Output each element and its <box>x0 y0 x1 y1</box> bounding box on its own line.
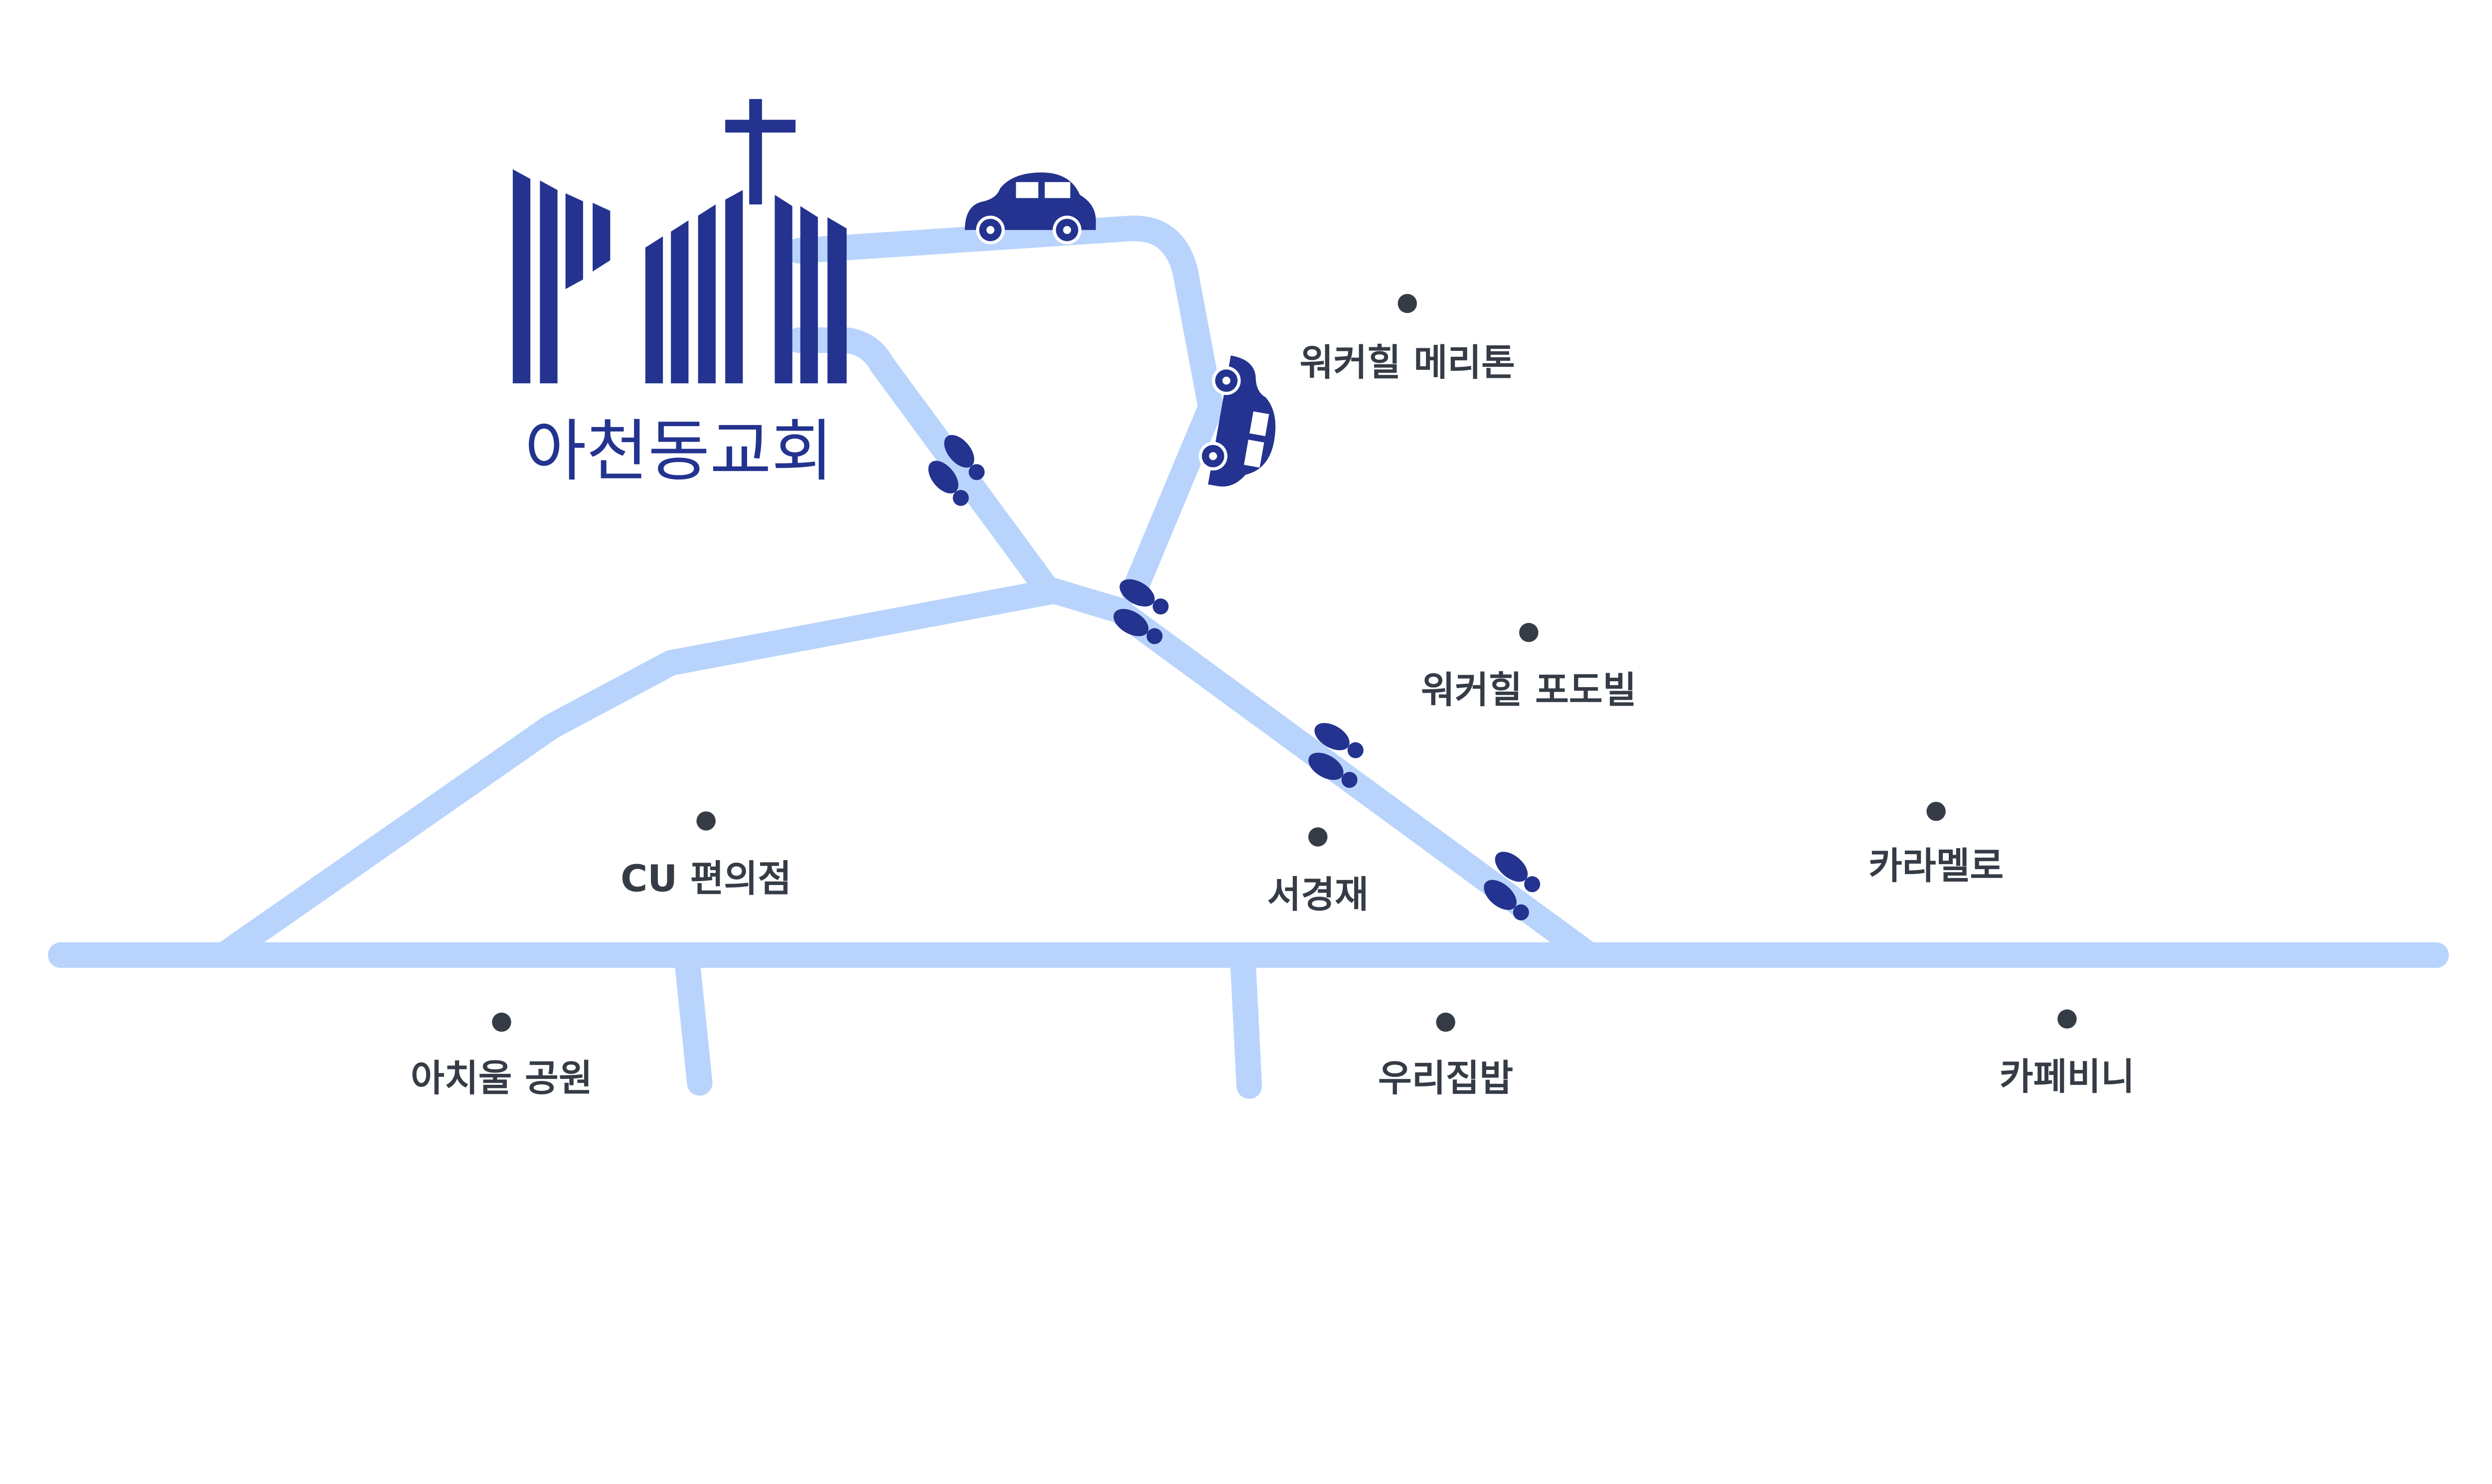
footprint-icon <box>1308 723 1364 788</box>
car-icon <box>964 172 1096 245</box>
roads <box>48 215 2449 1099</box>
place-marker-icon <box>1308 827 1328 847</box>
walking-path <box>785 327 1060 601</box>
church-logo: 아천동교회 <box>512 99 847 490</box>
side-road-middle <box>1230 945 1262 1099</box>
place-marker-icon <box>696 811 716 831</box>
place-marker-icon <box>1519 622 1539 642</box>
place-label: 우리집밥 <box>1378 1057 1513 1100</box>
footprint-icon <box>1484 852 1541 920</box>
place-label: 아치울 공원 <box>411 1057 593 1100</box>
church-directions-map: 아천동교회 워커힐 메리톤 <box>48 99 2449 1100</box>
left-road <box>211 578 1068 968</box>
place-caramello: 카라멜로 <box>1869 801 2004 888</box>
place-marker-icon <box>1436 1013 1455 1032</box>
footprints <box>928 435 1541 920</box>
place-label: CU 편의점 <box>621 858 791 900</box>
place-walkerhill-podovil: 워커힐 포도빌 <box>1421 622 1637 712</box>
church-name: 아천동교회 <box>525 412 833 490</box>
footprint-icon <box>928 435 985 506</box>
place-achiul-park: 아치울 공원 <box>411 1013 593 1100</box>
place-marker-icon <box>492 1013 511 1032</box>
place-urijipbap: 우리집밥 <box>1378 1013 1513 1100</box>
place-label: 워커힐 포도빌 <box>1421 669 1637 712</box>
place-marker-icon <box>2057 1009 2077 1029</box>
place-label: 카페비니 <box>2000 1056 2135 1098</box>
car-icon <box>1199 355 1276 487</box>
place-cafe-bini: 카페비니 <box>2000 1009 2135 1098</box>
place-marker-icon <box>1398 294 1417 313</box>
footprint-icon <box>1113 579 1169 644</box>
place-walkerhill-meriton: 워커힐 메리톤 <box>1299 294 1515 384</box>
place-label: 워커힐 메리톤 <box>1299 342 1515 384</box>
place-marker-icon <box>1926 801 1946 821</box>
side-road-left <box>674 945 713 1096</box>
driving-path <box>785 215 1224 604</box>
place-label: 카라멜로 <box>1869 845 2004 888</box>
place-label: 서경재 <box>1267 874 1369 916</box>
place-seogyeongjae: 서경재 <box>1267 827 1369 916</box>
place-cu-store: CU 편의점 <box>621 811 791 900</box>
